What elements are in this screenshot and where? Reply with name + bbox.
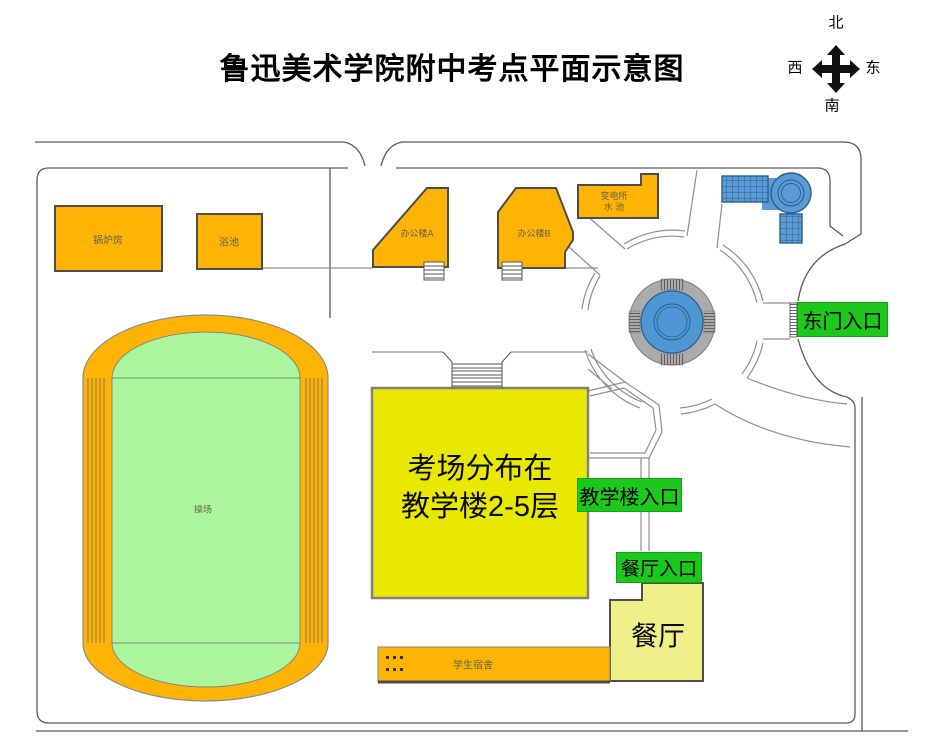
east-gate (789, 302, 798, 338)
compass-north-label: 北 (828, 14, 844, 32)
dormitory-building (377, 646, 611, 684)
compass-east-label: 东 (865, 59, 881, 77)
office-building-b (497, 187, 574, 269)
teaching-building-stairs (442, 351, 512, 388)
compass-cross-icon (812, 45, 860, 93)
substation-label: 变电所 水 池 (600, 191, 628, 212)
office-b-label: 办公楼B (517, 228, 551, 239)
boiler-room-building (54, 205, 163, 272)
campus-boundary (35, 141, 908, 732)
bath-house-building (196, 213, 263, 270)
playground-label: 操场 (193, 504, 213, 515)
boiler-room-label: 锅炉房 (93, 235, 123, 247)
page-title: 鲁迅美术学院附中考点平面示意图 (219, 53, 685, 86)
campus-roads (262, 169, 851, 551)
teaching-entrance-label: 教学楼入口 (577, 478, 682, 512)
playground-track (82, 314, 329, 702)
east-gate-entrance-label: 东门入口 (797, 302, 888, 337)
fountain (628, 278, 716, 366)
substation-building (577, 173, 659, 219)
sculpture-structure (721, 172, 812, 244)
compass-south-label: 南 (824, 97, 840, 115)
teaching-building-text: 考场分布在 教学楼2-5层 (401, 453, 559, 523)
teaching-building (370, 386, 590, 600)
office-a-label: 办公楼A (400, 228, 434, 239)
bath-house-label: 浴池 (219, 237, 239, 249)
dormitory-dots (386, 656, 403, 671)
fountain-pool (640, 290, 704, 354)
office-a-stairs (423, 261, 445, 281)
canteen-entrance-label: 餐厅入口 (616, 552, 702, 583)
canteen-label: 餐厅 (631, 621, 685, 652)
office-building-a (372, 187, 449, 268)
office-b-stairs (501, 261, 523, 281)
compass-west-label: 西 (787, 59, 803, 77)
dormitory-label: 学生宿舍 (453, 660, 493, 672)
